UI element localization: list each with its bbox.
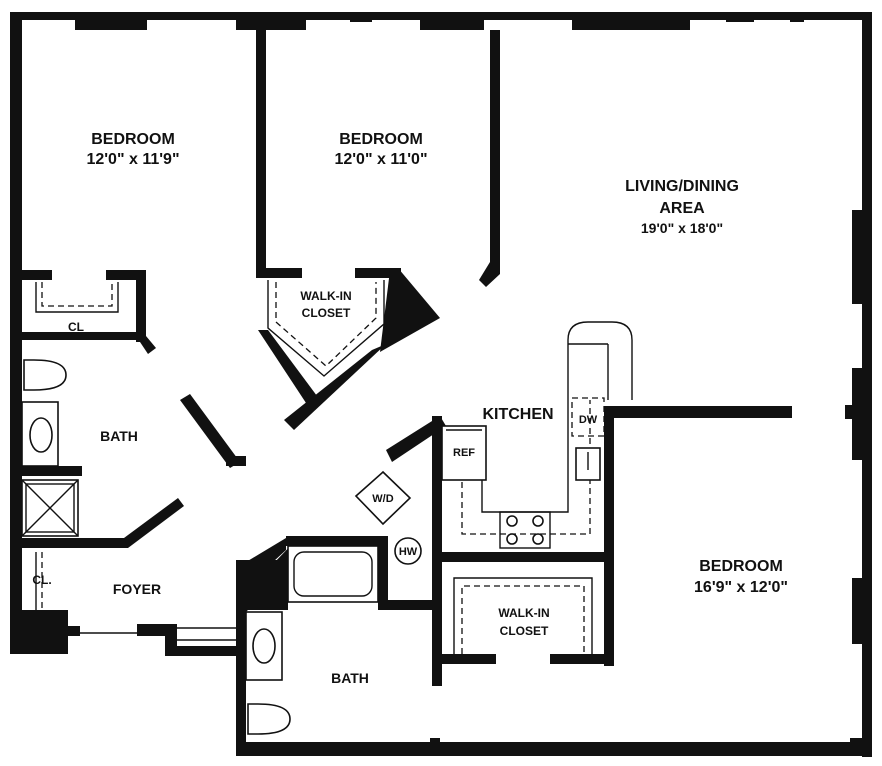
closet-details [35, 280, 593, 654]
washer-dryer-label: W/D [372, 493, 393, 505]
bath-w-label: BATH [100, 428, 138, 444]
bedroom-se-dims: 16'9" x 12'0" [694, 579, 788, 596]
walkin-closet-n-line2: CLOSET [302, 306, 351, 320]
water-heater-label: HW [399, 546, 418, 558]
exterior-walls [10, 12, 872, 757]
walkin-closet-n-line1: WALK-IN [300, 289, 351, 303]
refrigerator-label: REF [453, 447, 475, 459]
bedroom-se-name: BEDROOM [699, 558, 783, 575]
closet-cl-label: CL [68, 320, 84, 334]
living-dims: 19'0" x 18'0" [641, 220, 723, 236]
living-name-line2: AREA [659, 200, 705, 217]
bedroom-nw-name: BEDROOM [91, 131, 175, 148]
bath-fixtures [21, 359, 422, 735]
bath-s-label: BATH [331, 670, 369, 686]
walkin-closet-s-line1: WALK-IN [498, 606, 549, 620]
kitchen-details [441, 321, 633, 549]
room-labels: BEDROOM 12'0" x 11'9" BEDROOM 12'0" x 11… [32, 131, 788, 686]
dishwasher-label: DW [579, 414, 598, 426]
bedroom-nw-dims: 12'0" x 11'9" [86, 151, 179, 168]
walkin-closet-s-line2: CLOSET [500, 624, 549, 638]
living-name-line1: LIVING/DINING [625, 178, 739, 195]
kitchen-label: KITCHEN [482, 406, 553, 423]
closet-cl2-label: CL. [32, 573, 51, 587]
foyer-label: FOYER [113, 581, 161, 597]
bedroom-n-name: BEDROOM [339, 131, 423, 148]
bedroom-n-dims: 12'0" x 11'0" [334, 151, 427, 168]
